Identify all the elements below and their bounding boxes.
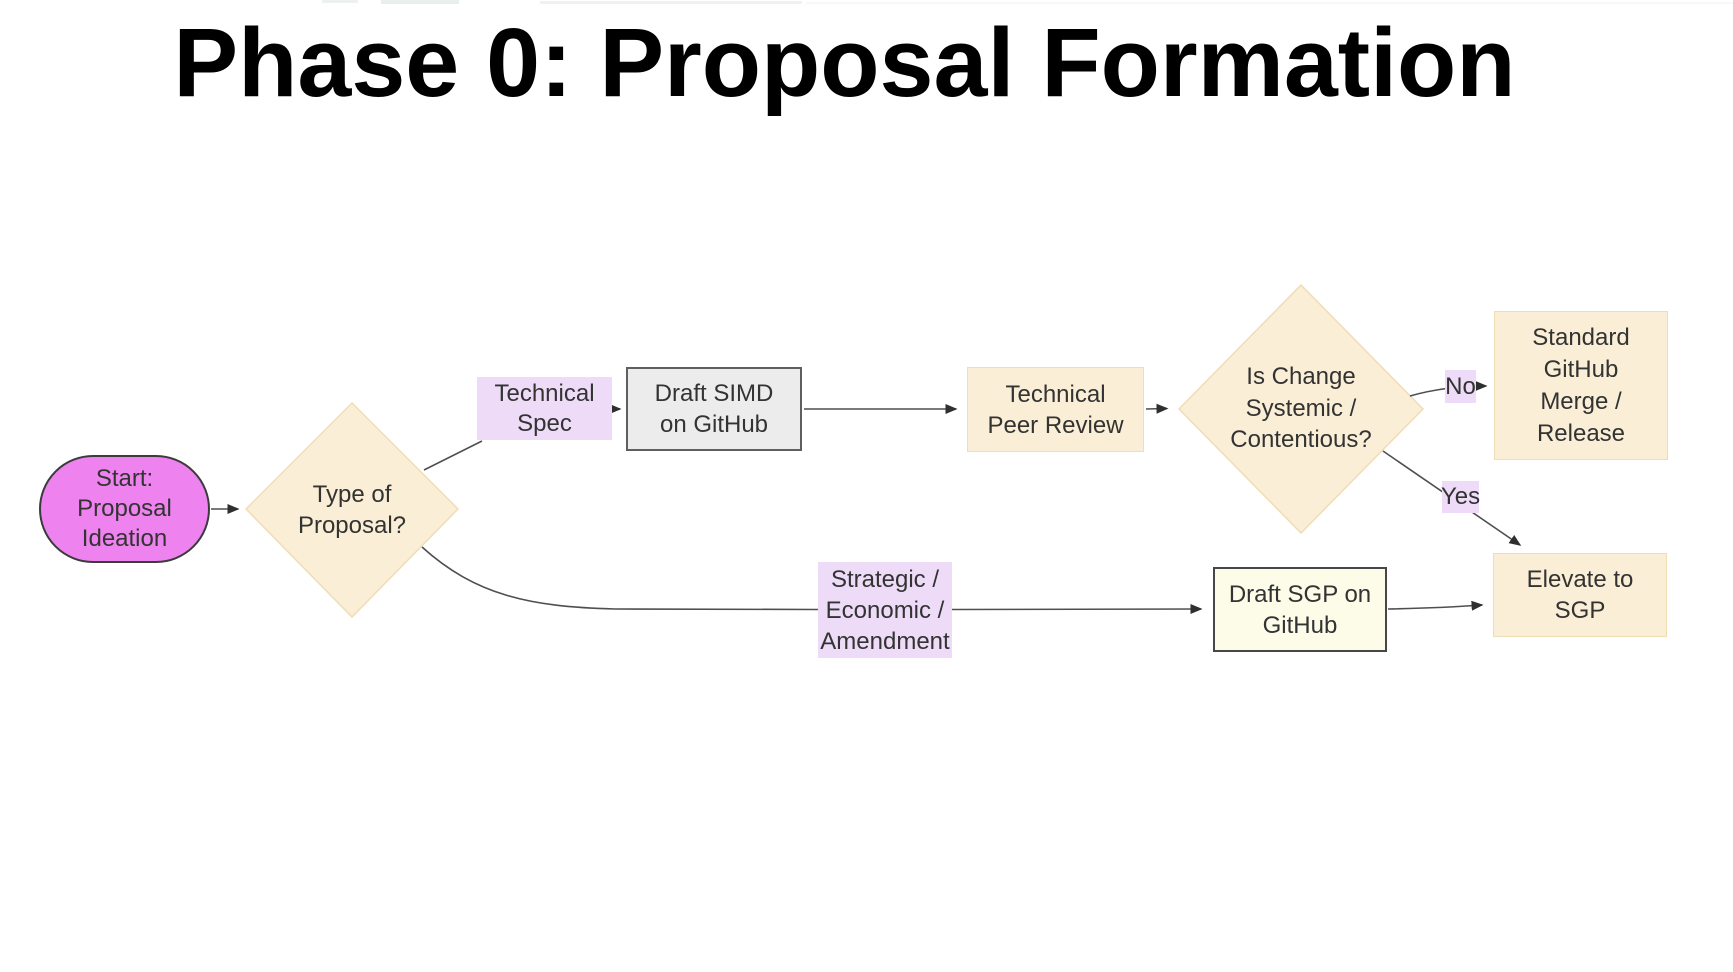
edge-label-strategic-economic-amendment: Strategic / Economic / Amendment [818,562,952,658]
node-text-line: Technical [1005,380,1106,408]
edge-label-line: Strategic / [830,565,940,593]
edge-peer-review-to-systemic-decision [1145,403,1169,414]
edge-type-decision-to-strategic-label [421,546,819,611]
node-text-line: Draft SGP on [1228,580,1372,608]
edge-label-line: Amendment [820,627,950,655]
decision-type-of-proposal [244,401,460,619]
node-text-line: GitHub [1543,355,1619,383]
node-text-line: Type of [312,481,392,508]
edge-label-line: Economic / [825,596,945,624]
window-edge-artifact [540,1,802,4]
node-start-proposal-ideation: Start: Proposal Ideation [39,455,210,563]
node-type-of-proposal-text: Type of Proposal? [252,479,452,541]
node-text-line: Systemic / [1245,394,1357,422]
edge-label-technical-spec: Technical Spec [477,377,612,440]
node-standard-github-merge-release: Standard GitHub Merge / Release [1494,311,1668,460]
node-text-line: Ideation [81,525,168,552]
edge-label-line: No [1445,372,1476,400]
window-edge-artifact [322,0,358,3]
edge-label-line: Yes [1440,483,1481,510]
edge-label-no: No [1445,370,1476,403]
node-text-line: Proposal? [297,512,407,539]
node-text-line: Contentious? [1230,426,1372,454]
edge-type-decision-to-technical-spec [423,440,483,471]
node-text-line: Draft SIMD [654,380,774,407]
node-text-line: SGP [1554,597,1606,624]
node-text-line: Proposal [77,495,172,522]
node-text-line: Peer Review [987,411,1124,439]
edge-draft-sgp-to-elevate-sgp [1387,600,1484,611]
window-edge-artifact [806,2,1733,4]
node-is-change-systemic-text: Is Change Systemic / Contentious? [1201,361,1401,456]
node-text-line: Elevate to [1526,566,1634,593]
edge-label-yes: Yes [1440,481,1481,513]
window-edge-artifact [381,0,459,4]
node-text-line: Release [1536,419,1626,447]
node-draft-simd-on-github: Draft SIMD on GitHub [626,367,802,451]
node-text-line: on GitHub [659,411,769,438]
edge-label-line: Technical [494,379,595,407]
decision-is-change-systemic [1177,283,1425,535]
page-title: Phase 0: Proposal Formation [173,8,1516,117]
node-draft-sgp-on-github: Draft SGP on GitHub [1213,567,1387,652]
node-text-line: Start: [95,465,154,492]
edge-label-line: Spec [517,409,572,437]
node-text-line: Is Change [1246,363,1356,391]
node-technical-peer-review: Technical Peer Review [967,367,1144,452]
edge-strategic-label-to-draft-sgp [951,604,1203,615]
node-text-line: Merge / [1540,387,1622,415]
node-text-line: GitHub [1262,611,1338,639]
node-elevate-to-sgp: Elevate to SGP [1493,553,1667,637]
node-text-line: Standard [1532,323,1630,351]
